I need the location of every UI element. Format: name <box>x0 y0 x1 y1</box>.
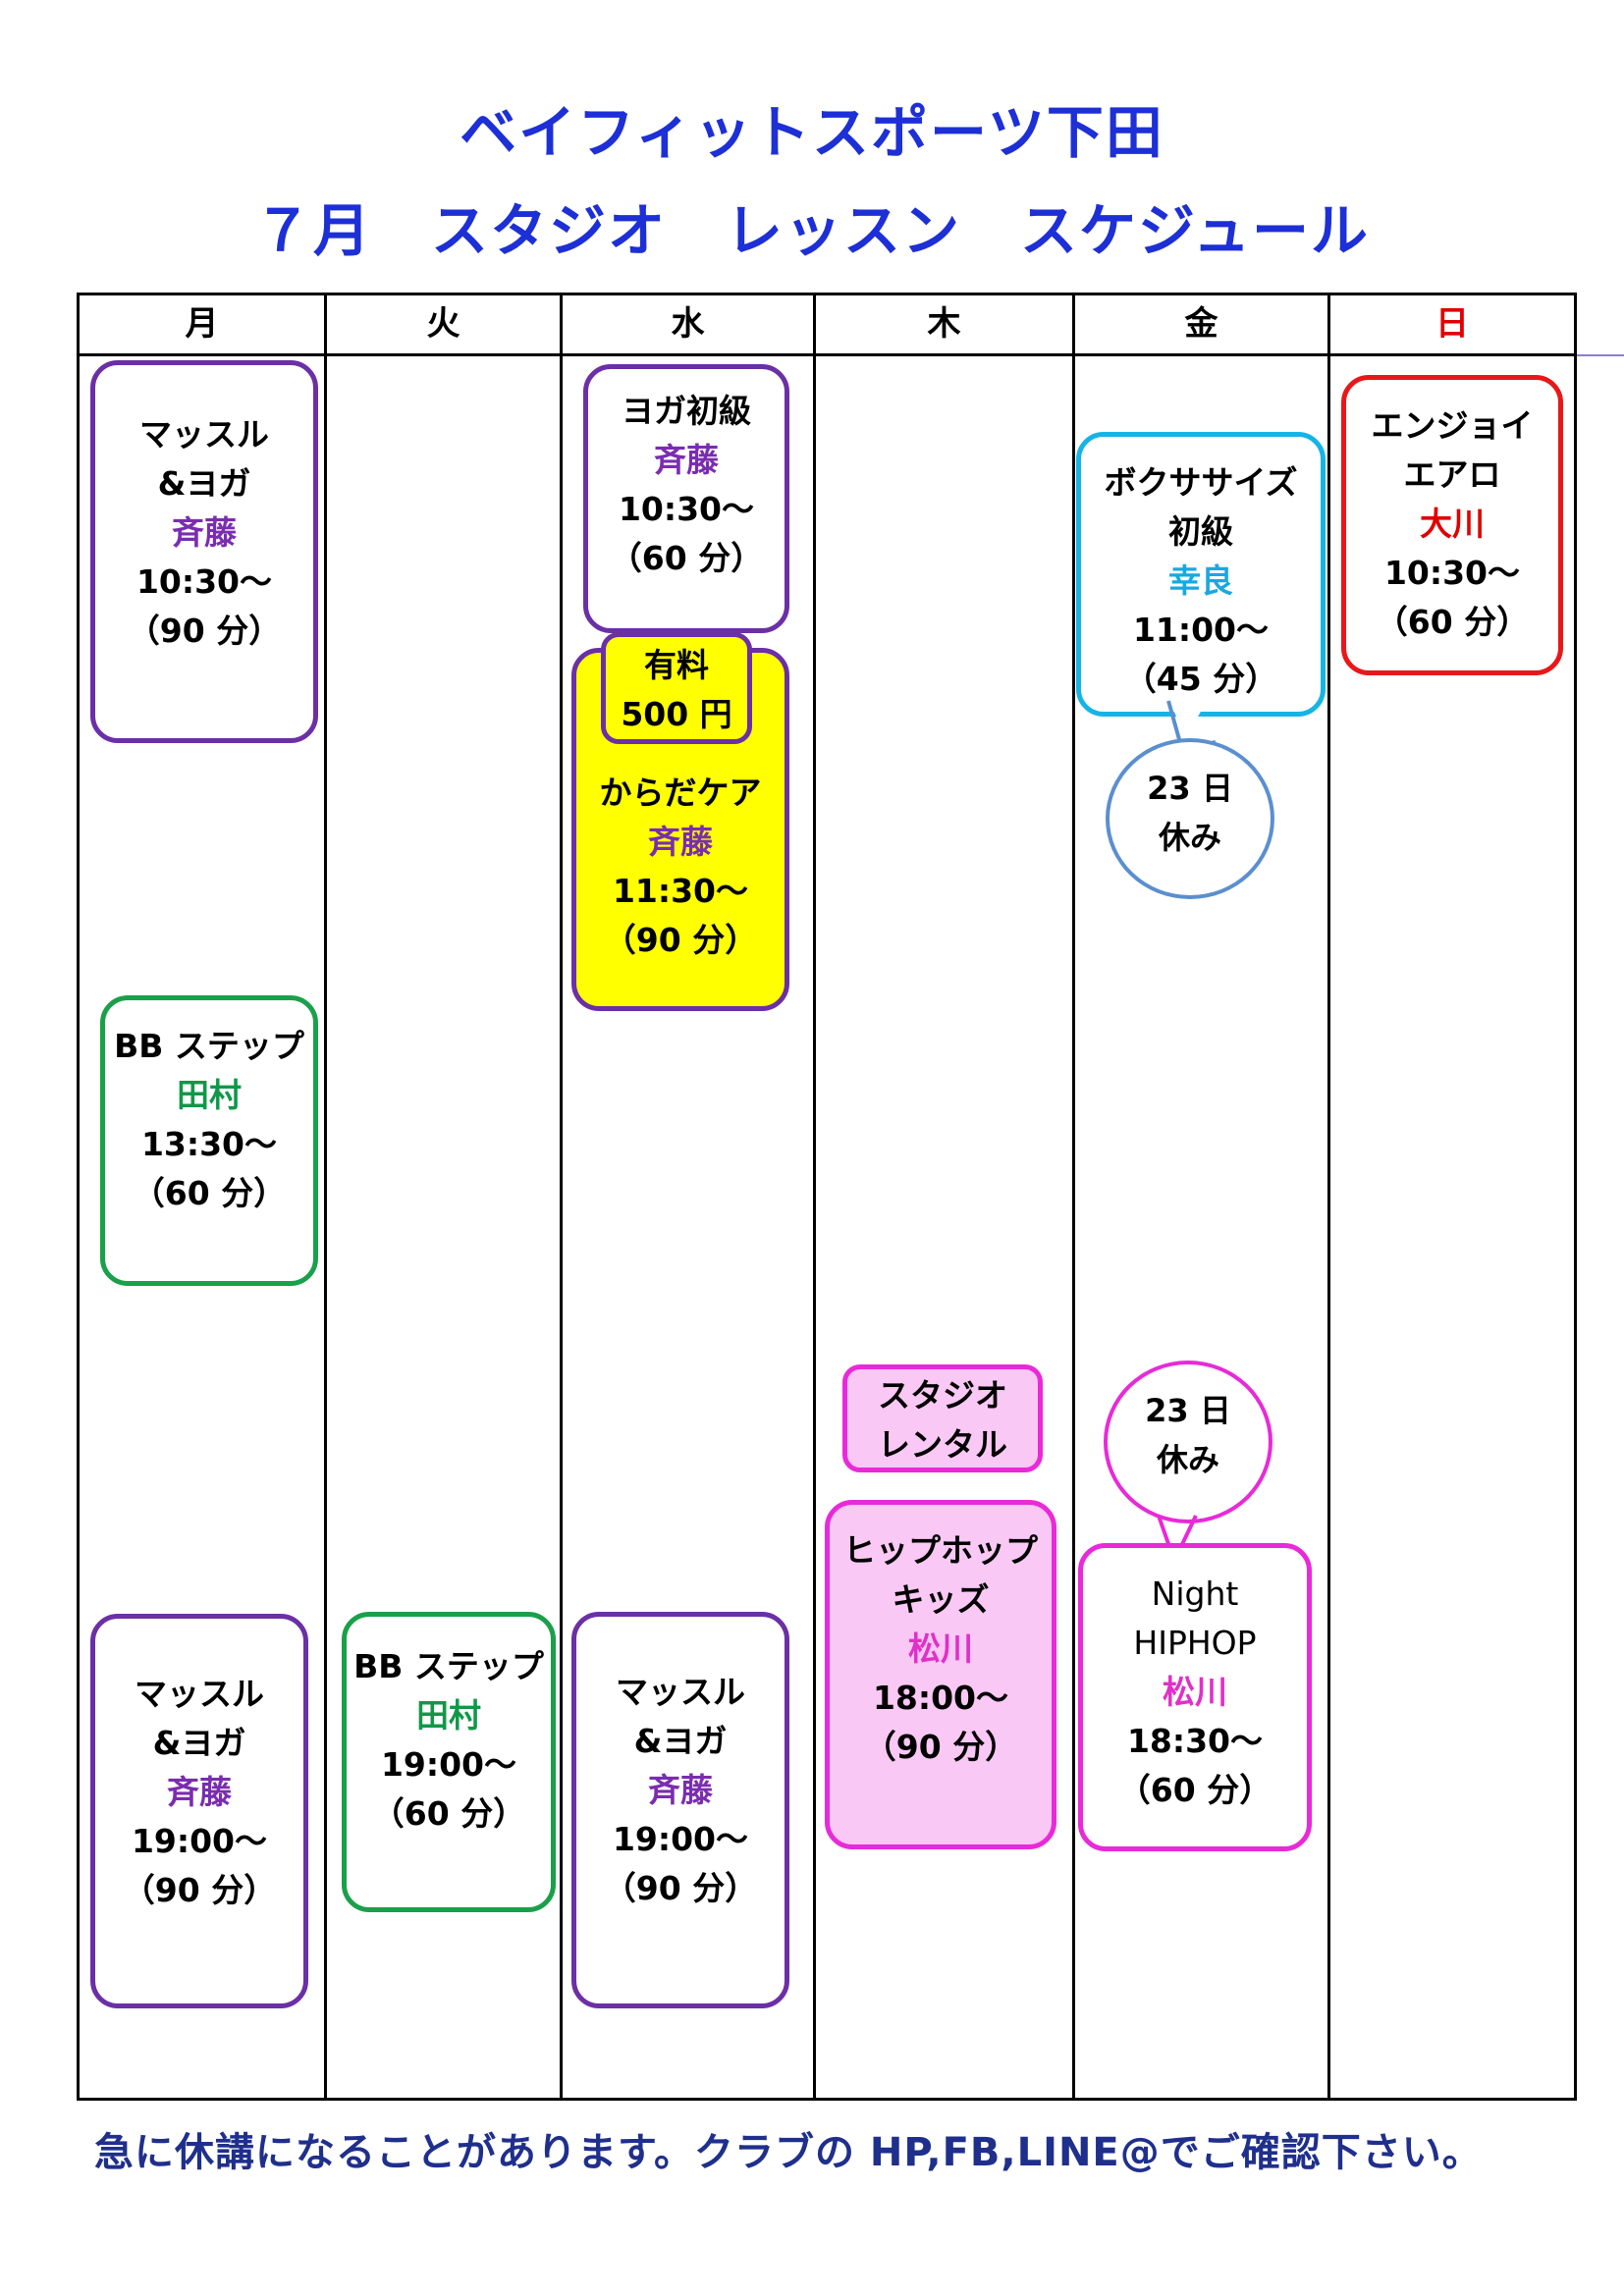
lesson-card-thu-hiphop-kids: ヒップホップ キッズ 松川 18:00～ （90 分） <box>825 1500 1056 1849</box>
lesson-instructor: 松川 <box>908 1629 973 1668</box>
lesson-card-tue-bb-step: BB ステップ 田村 19:00～ （60 分） <box>342 1612 556 1912</box>
header-divider <box>77 353 1577 356</box>
lesson-time: 19:00～ <box>380 1745 517 1784</box>
lesson-name: マッスル <box>135 1675 264 1713</box>
lesson-duration: （90 分） <box>603 921 758 959</box>
page-title: ベイフィットスポーツ下田 <box>460 99 1164 166</box>
rental-text: スタジオ <box>878 1376 1007 1415</box>
column-divider <box>1072 293 1075 2101</box>
note-date: 23 日 <box>1145 1392 1231 1429</box>
studio-rental-label: スタジオ レンタル <box>842 1364 1043 1472</box>
day-header-fri: 金 <box>1184 304 1218 344</box>
lesson-name: エアロ <box>1403 455 1501 494</box>
lesson-duration: （90 分） <box>603 1869 758 1907</box>
lesson-card-sun-enjoy-aerobics: エンジョイ エアロ 大川 10:30～ （60 分） <box>1341 375 1563 675</box>
lesson-name: エンジョイ <box>1371 406 1534 445</box>
paid-label: 有料 <box>644 646 709 684</box>
lesson-card-wed-muscle-yoga-pm: マッスル &ヨガ 斉藤 19:00～ （90 分） <box>571 1612 789 2008</box>
lesson-time: 19:00～ <box>131 1822 268 1860</box>
lesson-card-fri-night-hiphop: Night HIPHOP 松川 18:30～ （60 分） <box>1078 1543 1312 1851</box>
lesson-time: 10:30～ <box>1383 554 1521 592</box>
footer-notice: 急に休講になることがあります。クラブの HP,FB,LINE@でご確認下さい。 <box>94 2130 1483 2175</box>
lesson-time: 18:00～ <box>872 1679 1009 1717</box>
lesson-duration: （90 分） <box>127 612 282 650</box>
column-divider <box>1327 293 1330 2101</box>
day-header-wed: 水 <box>671 304 705 344</box>
lesson-instructor: 斉藤 <box>167 1773 232 1811</box>
lesson-duration: （45 分） <box>1123 660 1278 698</box>
lesson-name: 初級 <box>1168 512 1233 551</box>
lesson-time: 10:30～ <box>618 490 755 528</box>
lesson-duration: （60 分） <box>371 1794 526 1833</box>
lesson-name: マッスル <box>139 415 269 454</box>
lesson-instructor: 斉藤 <box>172 513 237 552</box>
schedule-grid <box>77 293 1577 2101</box>
paid-badge: 有料 500 円 <box>601 632 752 744</box>
lesson-name: ヨガ初級 <box>622 392 751 430</box>
lesson-name: HIPHOP <box>1133 1624 1257 1662</box>
lesson-name: ヒップホップ <box>843 1531 1038 1570</box>
lesson-card-fri-boxercise: ボクササイズ 初級 幸良 11:00～ （45 分） <box>1076 432 1326 717</box>
day-header-tue: 火 <box>426 304 460 344</box>
page-subtitle: ７月 スタジオ レッスン スケジュール <box>254 197 1370 264</box>
lesson-duration: （90 分） <box>863 1728 1018 1766</box>
lesson-name: &ヨガ <box>633 1722 728 1760</box>
lesson-name: ボクササイズ <box>1104 463 1298 502</box>
lesson-card-mon-muscle-yoga-am: マッスル &ヨガ 斉藤 10:30～ （90 分） <box>90 360 318 743</box>
lesson-time: 11:30～ <box>612 872 749 910</box>
column-divider <box>560 293 563 2101</box>
closure-note-bubble-blue: 23 日 休み <box>1106 738 1274 899</box>
day-header-thu: 木 <box>927 304 961 344</box>
lesson-name: からだケア <box>599 774 762 812</box>
lesson-card-wed-yoga-beginner: ヨガ初級 斉藤 10:30～ （60 分） <box>583 364 789 633</box>
lesson-time: 19:00～ <box>612 1820 749 1858</box>
stray-line <box>1577 354 1624 356</box>
lesson-instructor: 田村 <box>177 1076 242 1114</box>
note-text: 休み <box>1156 1441 1219 1478</box>
lesson-duration: （60 分） <box>1375 603 1530 641</box>
lesson-name: BB ステップ <box>353 1647 544 1685</box>
lesson-instructor: 幸良 <box>1168 561 1233 600</box>
lesson-instructor: 斉藤 <box>648 823 713 861</box>
lesson-duration: （90 分） <box>122 1871 277 1909</box>
paid-price: 500 円 <box>621 695 732 733</box>
day-header-sun: 日 <box>1435 304 1469 344</box>
lesson-instructor: 松川 <box>1163 1673 1227 1711</box>
lesson-card-mon-bb-step: BB ステップ 田村 13:30～ （60 分） <box>100 995 318 1286</box>
note-text: 休み <box>1158 819 1221 856</box>
lesson-time: 10:30～ <box>135 562 273 601</box>
lesson-name: キッズ <box>892 1580 990 1619</box>
day-header-mon: 月 <box>185 304 219 344</box>
lesson-name: &ヨガ <box>152 1724 246 1762</box>
lesson-instructor: 斉藤 <box>654 441 719 479</box>
lesson-instructor: 大川 <box>1420 505 1485 543</box>
column-divider <box>324 293 327 2101</box>
lesson-name: マッスル <box>616 1673 745 1711</box>
lesson-name: BB ステップ <box>114 1027 304 1065</box>
closure-note-bubble-pink: 23 日 休み <box>1104 1361 1272 1523</box>
lesson-duration: （60 分） <box>1117 1771 1272 1809</box>
rental-text: レンタル <box>878 1425 1007 1464</box>
lesson-time: 13:30～ <box>140 1125 278 1163</box>
lesson-time: 11:00～ <box>1132 611 1270 649</box>
lesson-time: 18:30～ <box>1126 1722 1264 1760</box>
lesson-duration: （60 分） <box>609 539 764 577</box>
lesson-card-mon-muscle-yoga-pm: マッスル &ヨガ 斉藤 19:00～ （90 分） <box>90 1614 308 2008</box>
lesson-name: Night <box>1151 1575 1239 1613</box>
column-divider <box>813 293 816 2101</box>
note-date: 23 日 <box>1147 770 1233 807</box>
lesson-instructor: 斉藤 <box>648 1771 713 1809</box>
lesson-duration: （60 分） <box>132 1174 287 1212</box>
lesson-instructor: 田村 <box>416 1696 481 1735</box>
lesson-name: &ヨガ <box>157 464 251 503</box>
